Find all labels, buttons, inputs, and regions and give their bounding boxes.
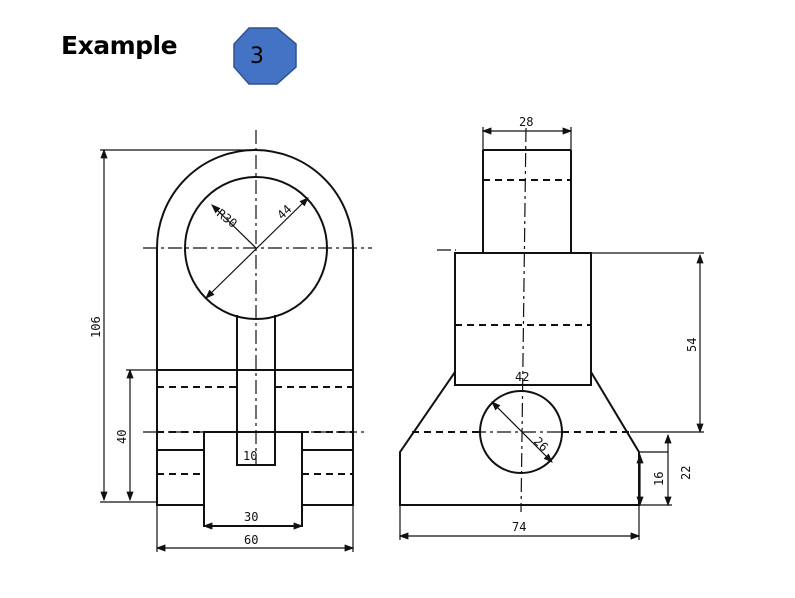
front-view: 106 40 R30 44 10 30 60: [89, 130, 372, 552]
dim-top-width: 28: [519, 115, 533, 129]
hole-diameter-leader: [491, 401, 553, 463]
side-top-block: [482, 149, 572, 253]
dim-base-width: 74: [512, 520, 526, 534]
dim-base-height: 40: [115, 430, 129, 444]
page-title: Example: [61, 31, 178, 60]
diameter-leader: [205, 197, 309, 299]
front-base-block: [156, 369, 354, 506]
side-vertical-centerline: [520, 127, 527, 513]
badge-number: 3: [250, 44, 264, 69]
dim-hole-center-width: 42: [515, 370, 529, 384]
dim-total-width: 60: [244, 533, 258, 547]
side-view: 28 54 42 26 22 16 74: [398, 115, 704, 540]
dim-bore: 44: [274, 202, 294, 222]
dim-radius: R30: [214, 206, 240, 230]
dim-slot-width: 10: [243, 449, 257, 463]
side-middle-block: [454, 252, 592, 386]
dim-hole-dia: 26: [531, 434, 551, 454]
dim-base-offset: 16: [652, 472, 666, 486]
octagon-badge-icon: [233, 27, 297, 85]
dim-inner-width: 30: [244, 510, 258, 524]
dim-overall-height: 106: [89, 316, 103, 338]
dim-base-height: 22: [679, 466, 693, 480]
side-base: [399, 371, 640, 506]
dim-upper-height: 54: [685, 338, 699, 352]
